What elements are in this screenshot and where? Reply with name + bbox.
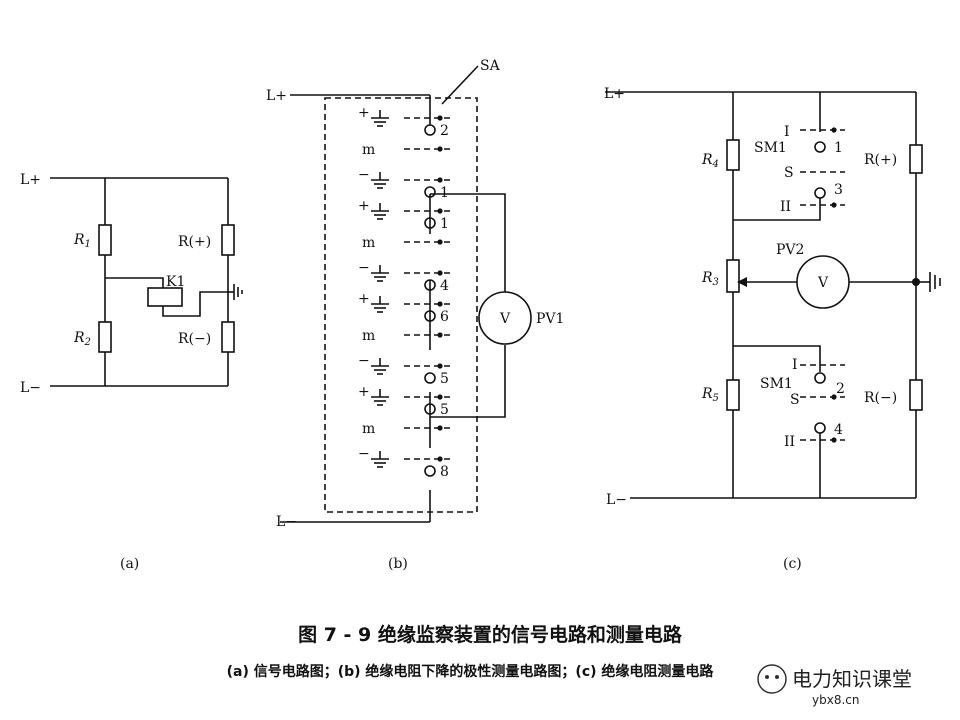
sa-row-sign: + xyxy=(358,291,370,307)
sa-row-sign: + xyxy=(358,384,370,400)
contact-number: 5 xyxy=(440,371,449,387)
switch-sa-box xyxy=(324,97,478,513)
r3-label: R3 xyxy=(701,270,719,288)
k1-label: K1 xyxy=(166,274,185,290)
pos-s-bottom: S xyxy=(790,392,800,408)
contact-number: 5 xyxy=(440,402,449,418)
contact-dot xyxy=(437,301,443,307)
l-minus-label-a: L− xyxy=(20,380,41,396)
voltmeter-pv1 xyxy=(478,291,532,345)
panel-c-label: (c) xyxy=(783,556,802,572)
watermark-name: 电力知识课堂 xyxy=(792,667,912,691)
panel-b: +2 m − 1 +1 m − 4 +6 m − 5 +5 m − 8 V PV1 L+ L− SA (b) xyxy=(266,58,564,572)
r4-label: R4 xyxy=(701,152,719,170)
resistor-r4 xyxy=(726,139,740,171)
contact-number: 1 xyxy=(440,185,449,201)
r-plus-label-c: R(+) xyxy=(864,152,897,168)
sa-row-sign: m xyxy=(362,421,375,437)
contact-4-label: 4 xyxy=(834,422,843,438)
sa-row-sign: + xyxy=(358,198,370,214)
sa-contact-rows: +2 m − 1 +1 m − 4 +6 m − 5 +5 m − 8 xyxy=(358,105,452,480)
contact-3 xyxy=(814,187,826,199)
contact-dot xyxy=(437,115,443,121)
r1-label: R1 xyxy=(73,232,91,250)
contact-dot xyxy=(437,239,443,245)
sa-row-sign: − xyxy=(358,167,370,183)
pv1-label: PV1 xyxy=(536,311,564,327)
contact-1-label: 1 xyxy=(834,140,843,156)
pv2-symbol: V xyxy=(817,275,829,291)
r2-label: R2 xyxy=(73,330,91,348)
potentiometer-r3 xyxy=(726,259,740,293)
contact-dot xyxy=(437,332,443,338)
resistor-r1 xyxy=(98,224,112,256)
pos-ii-top: II xyxy=(780,199,791,215)
sa-row-sign: m xyxy=(362,235,375,251)
resistor-r5 xyxy=(726,379,740,411)
panel-a: L+ L− R1 R2 R(+) R(−) K1 (a) xyxy=(20,172,243,572)
contact-2-label: 2 xyxy=(836,381,845,397)
pv1-symbol: V xyxy=(499,311,511,327)
sm1-bottom-label: SM1 xyxy=(760,376,793,392)
resistor-r-plus-a xyxy=(221,224,235,256)
contact-4 xyxy=(814,422,826,434)
sa-leader xyxy=(441,65,479,105)
contact-dot xyxy=(437,177,443,183)
wechat-icon xyxy=(757,664,787,694)
figure-title: 图 7 - 9 绝缘监察装置的信号电路和测量电路 xyxy=(298,623,683,646)
resistor-r-plus-c xyxy=(909,144,923,174)
contact-number: 1 xyxy=(440,216,449,232)
sa-label: SA xyxy=(480,58,501,74)
contact-dot xyxy=(437,425,443,431)
contact-terminal xyxy=(424,124,436,136)
panel-c: V L+ L− R4 R3 R5 R(+) R(−) PV2 SM1 SM1 I… xyxy=(604,86,941,572)
contact-terminal xyxy=(424,372,436,384)
contact-number: 4 xyxy=(440,278,449,294)
contact-terminal xyxy=(424,465,436,477)
relay-k1 xyxy=(147,287,183,307)
watermark-url: ybx8.cn xyxy=(812,693,859,707)
contact-2 xyxy=(814,372,826,384)
r-minus-label-c: R(−) xyxy=(864,390,897,406)
l-plus-label-c: L+ xyxy=(604,86,625,102)
figure-subtitle: (a) 信号电路图；(b) 绝缘电阻下降的极性测量电路图；(c) 绝缘电阻测量电… xyxy=(227,663,715,680)
contact-number: 8 xyxy=(440,464,449,480)
l-minus-label-c: L− xyxy=(606,492,627,508)
contact-1 xyxy=(814,141,826,153)
l-plus-label-b: L+ xyxy=(266,88,287,104)
resistor-r-minus-c xyxy=(909,379,923,411)
sa-row-sign: + xyxy=(358,105,370,121)
sa-row-sign: m xyxy=(362,328,375,344)
contact-number: 2 xyxy=(440,123,449,139)
contact-dot xyxy=(437,208,443,214)
panel-b-label: (b) xyxy=(388,556,408,572)
r-plus-label-a: R(+) xyxy=(178,234,211,250)
resistor-r2 xyxy=(98,321,112,353)
contact-dot xyxy=(437,146,443,152)
contact-3-label: 3 xyxy=(834,182,843,198)
sa-row-sign: − xyxy=(358,353,370,369)
contact-dot xyxy=(437,456,443,462)
watermark: 电力知识课堂 ybx8.cn xyxy=(738,652,948,708)
sm1-top-label: SM1 xyxy=(754,140,787,156)
r5-label: R5 xyxy=(701,386,719,404)
contact-dot xyxy=(437,394,443,400)
sa-row-sign: − xyxy=(358,260,370,276)
sa-row-sign: − xyxy=(358,446,370,462)
l-plus-label-a: L+ xyxy=(20,172,41,188)
pos-i-top: I xyxy=(784,124,790,140)
l-minus-label-b: L− xyxy=(276,514,297,530)
pos-ii-bottom: II xyxy=(784,434,795,450)
panel-a-label: (a) xyxy=(120,556,139,572)
r-minus-label-a: R(−) xyxy=(178,331,211,347)
sa-row-sign: m xyxy=(362,142,375,158)
contact-dot xyxy=(437,270,443,276)
contact-number: 6 xyxy=(440,309,449,325)
pos-i-bottom: I xyxy=(792,357,798,373)
resistor-r-minus-a xyxy=(221,321,235,353)
pv2-label: PV2 xyxy=(776,242,804,258)
contact-dot xyxy=(437,363,443,369)
pos-s-top: S xyxy=(784,165,794,181)
